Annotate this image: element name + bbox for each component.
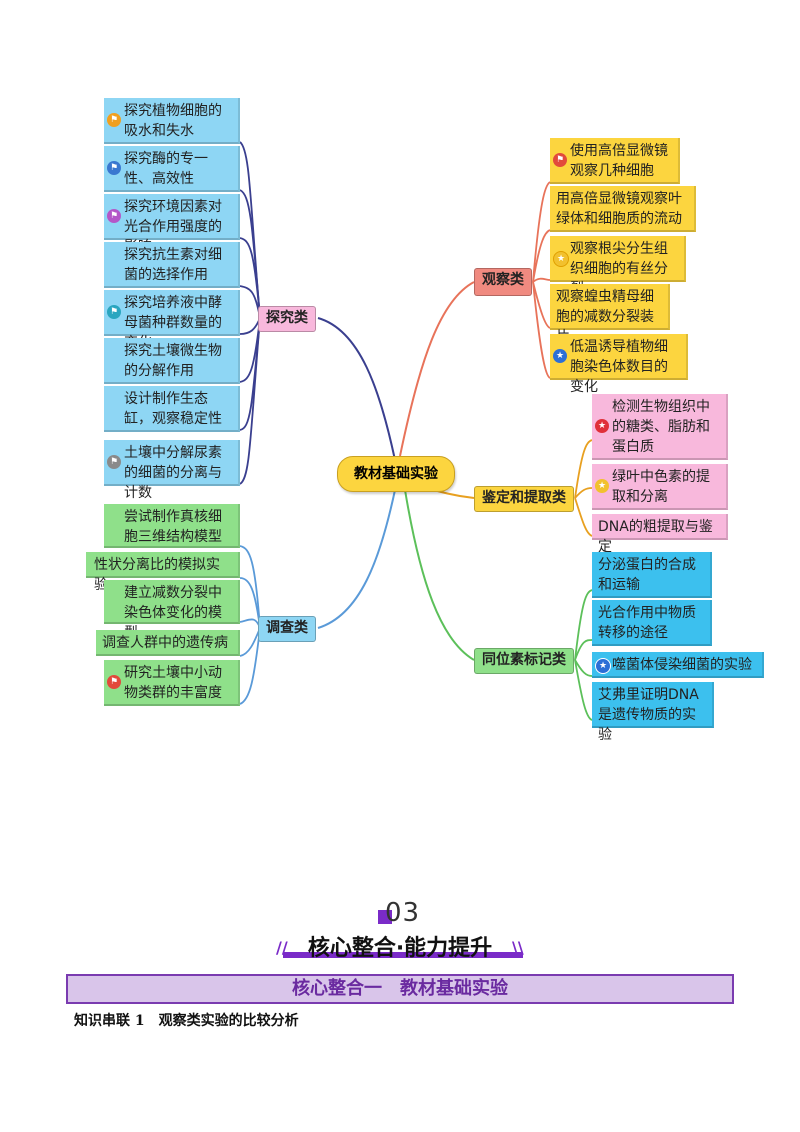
- list-item: ⚑ 探究培养液中酵母菌种群数量的变化: [104, 290, 240, 351]
- flag-icon: ⚑: [107, 209, 121, 223]
- branch-guancha: 观察类: [474, 268, 532, 296]
- list-item: 探究抗生素对细菌的选择作用: [104, 242, 240, 288]
- list-item: 用高倍显微镜观察叶绿体和细胞质的流动: [550, 186, 696, 232]
- mindmap-links: [239, 141, 593, 721]
- list-item: ⚑ 土壤中分解尿素的细菌的分离与计数: [104, 440, 240, 501]
- list-item: ★ 检测生物组织中的糖类、脂肪和蛋白质: [592, 394, 728, 460]
- flag-icon: ⚑: [107, 305, 121, 319]
- list-item: 光合作用中物质转移的途径: [592, 600, 712, 646]
- list-item: ⚑ 探究植物细胞的吸水和失水: [104, 98, 240, 144]
- list-item: 尝试制作真核细胞三维结构模型: [104, 504, 240, 548]
- title-underline: [283, 952, 523, 958]
- knowledge-heading: 知识串联 1 观察类实验的比较分析: [74, 1013, 299, 1029]
- list-item: ⚑ 使用高倍显微镜观察几种细胞: [550, 138, 680, 184]
- flag-icon: ⚑: [107, 161, 121, 175]
- star-icon: ★: [553, 251, 569, 267]
- star-icon: ★: [595, 658, 611, 674]
- section-banner: 核心整合一 教材基础实验: [66, 974, 734, 1004]
- list-item: ⚑ 探究环境因素对光合作用强度的影响: [104, 194, 240, 255]
- slash-decoration-right: \\: [512, 938, 524, 957]
- flag-icon: ⚑: [107, 455, 121, 469]
- section-number-mark: [378, 910, 392, 924]
- list-item: 性状分离比的模拟实验: [86, 552, 240, 593]
- star-icon: ★: [553, 349, 567, 363]
- list-item: 观察蝗虫精母细胞的减数分裂装片: [550, 284, 670, 345]
- list-item: ★ 绿叶中色素的提取和分离: [592, 464, 728, 510]
- list-item: ★ 噬菌体侵染细菌的实验: [592, 652, 764, 678]
- flag-icon: ⚑: [107, 675, 121, 689]
- list-item: DNA的粗提取与鉴定: [592, 514, 728, 555]
- branch-diaocha: 调查类: [258, 616, 316, 642]
- list-item: ★ 低温诱导植物细胞染色体数目的变化: [550, 334, 688, 395]
- branch-tanjiu: 探究类: [258, 306, 316, 332]
- list-item: 分泌蛋白的合成和运输: [592, 552, 712, 598]
- branch-tongweisu: 同位素标记类: [474, 648, 574, 674]
- list-item: 建立减数分裂中染色体变化的模型: [104, 580, 240, 641]
- star-icon: ★: [595, 419, 609, 433]
- list-item: 探究土壤微生物的分解作用: [104, 338, 240, 384]
- list-item: 设计制作生态缸，观察稳定性: [104, 386, 240, 432]
- center-node: 教材基础实验: [337, 456, 455, 492]
- flag-icon: ⚑: [553, 153, 567, 167]
- section-title: 核心整合·能力提升: [307, 936, 493, 961]
- slash-decoration-left: //: [276, 938, 288, 957]
- section-number: 03: [385, 898, 421, 928]
- list-item: ★ 观察根尖分生组织细胞的有丝分裂: [550, 236, 686, 297]
- list-item: ⚑ 研究土壤中小动物类群的丰富度: [104, 660, 240, 706]
- list-item: 调查人群中的遗传病: [96, 630, 240, 656]
- branch-jianding: 鉴定和提取类: [474, 486, 574, 512]
- list-item: 艾弗里证明DNA是遗传物质的实验: [592, 682, 714, 743]
- star-icon: ★: [595, 479, 609, 493]
- flag-icon: ⚑: [107, 113, 121, 127]
- list-item: ⚑ 探究酶的专一性、高效性: [104, 146, 240, 192]
